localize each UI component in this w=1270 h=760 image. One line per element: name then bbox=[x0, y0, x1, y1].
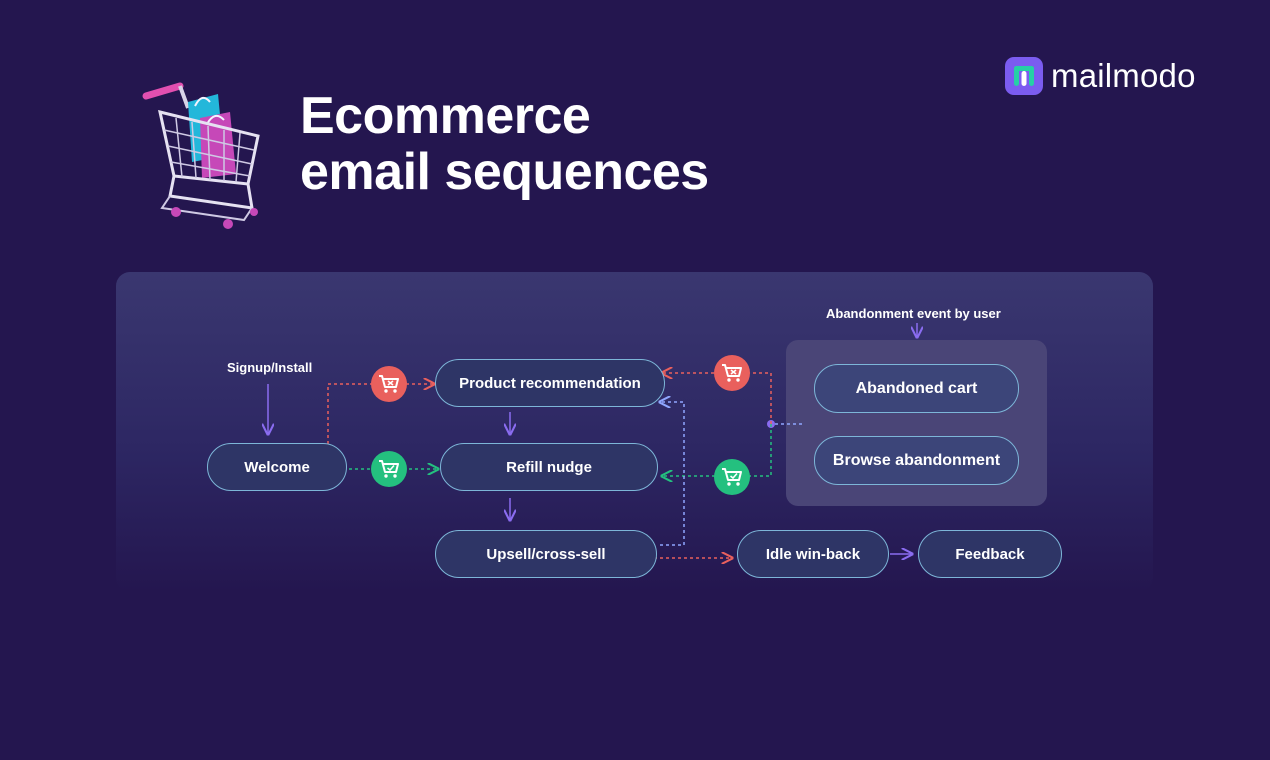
mailmodo-logo-icon bbox=[1005, 57, 1043, 95]
title-line-2: email sequences bbox=[300, 143, 709, 201]
title-line-1: Ecommerce bbox=[300, 87, 591, 145]
abandonment-label: Abandonment event by user bbox=[826, 306, 1001, 321]
abandon-to-product-path bbox=[662, 373, 772, 424]
browse-abandonment-node: Browse abandonment bbox=[814, 436, 1019, 485]
welcome-to-product-path bbox=[327, 384, 434, 444]
cart-icon bbox=[371, 366, 407, 402]
upsell-to-product-path bbox=[660, 402, 685, 546]
brand-name: mailmodo bbox=[1051, 57, 1196, 94]
cart-check-icon bbox=[371, 451, 407, 487]
welcome-node: Welcome bbox=[207, 443, 347, 491]
product-recommendation-node: Product recommendation bbox=[435, 359, 665, 407]
refill-nudge-node: Refill nudge bbox=[440, 443, 658, 491]
cart-icon bbox=[714, 355, 750, 391]
feedback-node: Feedback bbox=[918, 530, 1062, 578]
shopping-cart-illustration bbox=[142, 82, 260, 229]
brand-logo: mailmodo bbox=[1005, 57, 1196, 95]
signup-label: Signup/Install bbox=[227, 360, 313, 375]
cart-check-icon bbox=[714, 459, 750, 495]
idle-win-back-node: Idle win-back bbox=[737, 530, 889, 578]
abandoned-cart-node: Abandoned cart bbox=[814, 364, 1019, 413]
upsell-cross-sell-node: Upsell/cross-sell bbox=[435, 530, 657, 578]
page-title: Ecommerce email sequences bbox=[300, 88, 709, 200]
